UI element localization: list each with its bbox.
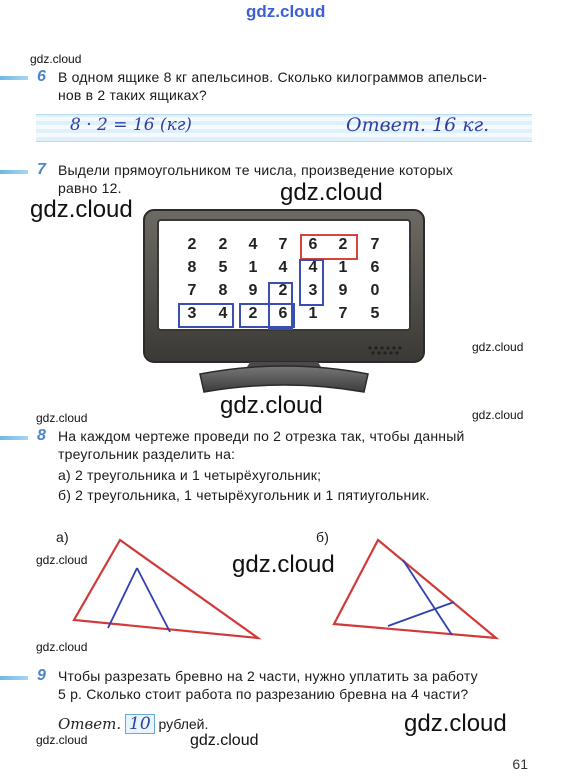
grid-number: 2 — [248, 305, 258, 322]
task6-text-line1: В одном ящике 8 кг апельсинов. Сколько к… — [58, 69, 488, 85]
number-grid: 2 2 4 7 6 2 7 8 5 1 4 4 1 6 7 8 9 2 3 9 0 3 4 2 6 1 7 5 — [178, 234, 388, 330]
grid-number: 4 — [308, 259, 318, 276]
grid-number: 2 — [187, 236, 197, 253]
highlight-rect-red — [300, 234, 358, 260]
watermark: gdz.cloud — [220, 392, 323, 419]
task8-text-line1: На каждом чертеже проведи по 2 отрезка т… — [58, 428, 465, 444]
triangles-drawing — [72, 538, 500, 640]
grid-number: 8 — [187, 259, 197, 276]
monitor-illustration — [143, 209, 425, 393]
watermark: gdz.cloud — [232, 551, 335, 578]
grid-number: 4 — [278, 259, 288, 276]
grid-number: 5 — [218, 259, 228, 276]
task-marker-bar — [0, 436, 28, 440]
triangle-a — [72, 538, 263, 640]
watermark: gdz.cloud — [472, 408, 524, 422]
grid-number: 1 — [308, 305, 318, 322]
task-marker-bar — [0, 676, 28, 680]
task6-solution: 8 · 2 = 16 (кг) — [70, 115, 192, 135]
watermark: gdz.cloud — [36, 553, 88, 567]
grid-number: 3 — [308, 282, 318, 299]
answer-suffix: рублей. — [158, 716, 209, 732]
highlight-rect-blue — [268, 282, 293, 330]
watermark: gdz.cloud — [280, 179, 383, 206]
grid-number: 3 — [187, 305, 197, 322]
task7-text-line1: Выдели прямоугольником те числа, произве… — [58, 162, 454, 178]
grid-number: 6 — [308, 236, 318, 253]
task8-text-line2: треугольник разделить на: — [58, 446, 236, 462]
highlight-rect-blue — [299, 259, 324, 306]
task-number-9: 9 — [37, 667, 46, 684]
label-b: б) — [316, 529, 330, 545]
grid-number: 6 — [370, 259, 380, 276]
watermark: gdz.cloud — [190, 732, 259, 749]
grid-number: 7 — [278, 236, 288, 253]
watermark: gdz.cloud — [30, 52, 82, 66]
grid-number: 4 — [248, 236, 258, 253]
answer-prefix: Ответ. — [58, 715, 122, 733]
watermark: gdz.cloud — [30, 196, 133, 223]
grid-number: 9 — [248, 282, 258, 299]
task9-text-line1: Чтобы разрезать бревно на 2 части, нужно… — [58, 668, 478, 684]
grid-number: 0 — [370, 282, 380, 299]
task9-text-line2: 5 р. Сколько стоит работа по разрезанию … — [58, 686, 469, 702]
highlight-rect-blue — [239, 303, 295, 328]
answer-value-box: 10 — [125, 714, 155, 734]
grid-number: 6 — [278, 305, 288, 322]
grid-number: 7 — [338, 305, 348, 322]
task7-text-line2: равно 12. — [58, 180, 122, 196]
segment-b2 — [387, 601, 455, 627]
grid-number: 2 — [218, 236, 228, 253]
watermark-top: gdz.cloud — [246, 2, 326, 21]
grid-number: 1 — [248, 259, 258, 276]
grid-number: 5 — [370, 305, 380, 322]
task6-text-line2: нов в 2 таких ящиках? — [58, 87, 207, 103]
grid-number: 2 — [278, 282, 288, 299]
grid-number: 1 — [338, 259, 348, 276]
grid-number: 2 — [338, 236, 348, 253]
task-number-7: 7 — [37, 161, 46, 178]
task6-answer: Ответ. 16 кг. — [346, 114, 490, 136]
grid-number: 4 — [218, 305, 228, 322]
watermark: gdz.cloud — [404, 710, 507, 737]
task8-option-b: б) 2 треугольника, 1 четырёхугольник и 1… — [58, 487, 430, 503]
watermark: gdz.cloud — [472, 340, 524, 354]
grid-number: 7 — [370, 236, 380, 253]
answer-strip-6 — [36, 114, 532, 142]
highlight-rect-blue — [178, 303, 234, 328]
segment-b1 — [402, 559, 453, 636]
triangle-b — [332, 538, 500, 640]
page-number: 61 — [512, 756, 528, 772]
grid-number: 9 — [338, 282, 348, 299]
task-marker-bar — [0, 170, 28, 174]
grid-number: 7 — [187, 282, 197, 299]
segment-a1 — [107, 567, 138, 629]
watermark: gdz.cloud — [36, 640, 88, 654]
task9-answer: Ответ. 10 рублей. — [58, 714, 208, 734]
task8-option-a: а) 2 треугольника и 1 четырёхугольник; — [58, 467, 322, 483]
task-marker-bar — [0, 76, 28, 80]
task-number-6: 6 — [37, 68, 46, 85]
grid-number: 8 — [218, 282, 228, 299]
segment-a2 — [136, 567, 171, 633]
watermark: gdz.cloud — [36, 733, 88, 747]
watermark: gdz.cloud — [36, 411, 88, 425]
task-number-8: 8 — [37, 427, 46, 444]
label-a: а) — [56, 529, 69, 545]
